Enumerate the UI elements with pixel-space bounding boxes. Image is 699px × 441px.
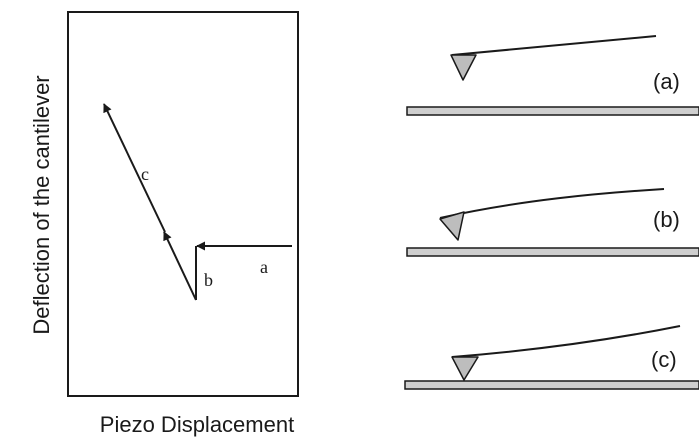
cantilever-beam: [439, 188, 665, 219]
cantilever-state-c: (c): [404, 325, 699, 390]
cantilever-state-b: (b): [406, 188, 699, 257]
state-label: (b): [653, 207, 680, 232]
segment-c-arrow: [103, 103, 166, 233]
cantilever-beam: [451, 325, 681, 358]
cantilever-tip: [439, 211, 465, 241]
substrate: [404, 380, 699, 390]
cantilever-tip: [450, 54, 477, 81]
cantilever-state-a: (a): [406, 35, 699, 116]
substrate: [406, 247, 699, 257]
segment-b-arrow: [163, 231, 197, 301]
substrate: [406, 106, 699, 116]
segment-c-label: c: [141, 164, 149, 184]
force-curve-plot: Deflection of the cantilever Piezo Displ…: [29, 11, 299, 437]
state-label: (a): [653, 69, 680, 94]
state-label: (c): [651, 347, 677, 372]
x-axis-label: Piezo Displacement: [100, 412, 294, 437]
cantilever-beam: [451, 35, 657, 56]
plot-frame: [67, 11, 299, 397]
segment-b-label: b: [204, 270, 213, 290]
segment-a-label: a: [260, 257, 268, 277]
cantilever-tip: [451, 356, 479, 381]
y-axis-label: Deflection of the cantilever: [29, 75, 54, 334]
